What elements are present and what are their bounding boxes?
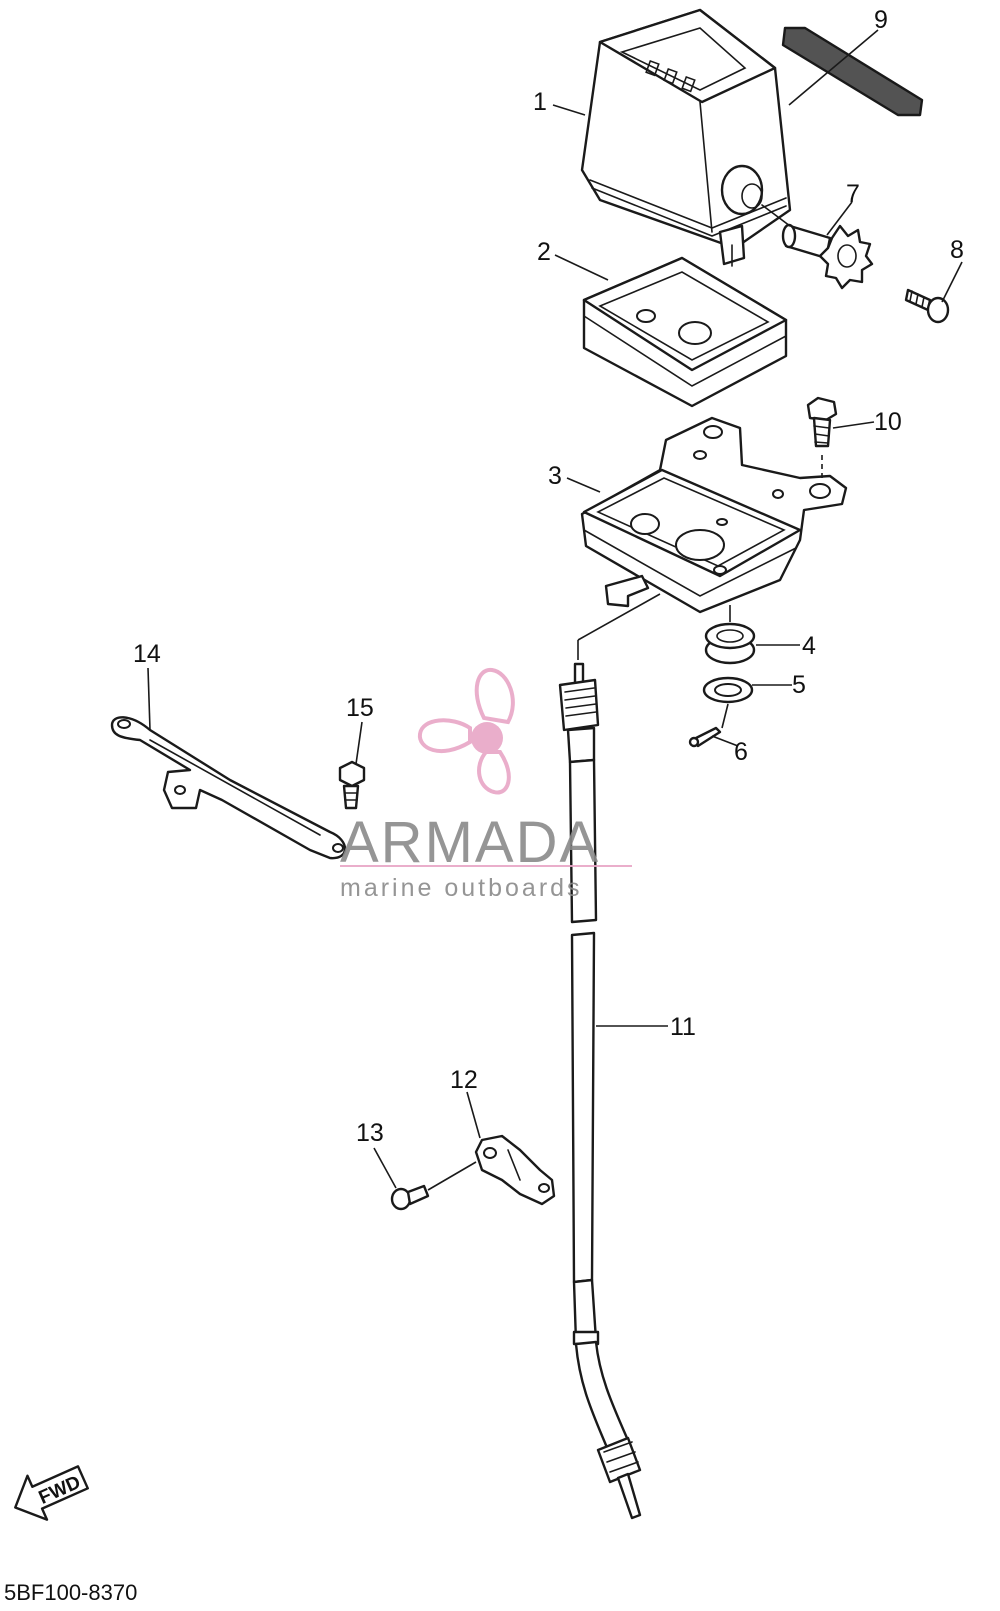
leader-lines xyxy=(147,29,963,1189)
part-15-bolt xyxy=(338,760,366,810)
part-10-bolt xyxy=(806,396,838,478)
callout-7: 7 xyxy=(846,180,860,208)
callout-10: 10 xyxy=(874,408,902,436)
diagram-code: 5BF100-8370 xyxy=(4,1580,137,1605)
callout-6: 6 xyxy=(734,738,748,766)
part-5-washer xyxy=(702,676,754,704)
callout-12: 12 xyxy=(450,1066,478,1094)
callout-4: 4 xyxy=(802,632,816,660)
callout-labels: 1 2 3 4 5 6 7 8 9 10 11 12 13 14 15 xyxy=(133,6,964,1147)
part-12-clamp xyxy=(474,1134,556,1206)
watermark-tagline: marine outboards xyxy=(340,874,583,902)
callout-14: 14 xyxy=(133,640,161,668)
part-3-bracket xyxy=(580,416,848,614)
part-11-cable xyxy=(558,593,661,1520)
meter-display-digits xyxy=(645,59,696,93)
part-2-cushion xyxy=(582,256,788,408)
part-4-grommet xyxy=(704,605,756,665)
callout-2: 2 xyxy=(537,238,551,266)
callout-8: 8 xyxy=(950,236,964,264)
propeller-logo-icon xyxy=(417,667,515,795)
callout-3: 3 xyxy=(548,462,562,490)
part-14-stay xyxy=(110,716,347,860)
part-8-screw xyxy=(904,288,950,324)
callout-9: 9 xyxy=(874,6,888,34)
callout-13: 13 xyxy=(356,1119,384,1147)
callout-11: 11 xyxy=(670,1013,696,1041)
part-1-meter-housing xyxy=(580,8,792,267)
fwd-direction-arrow: FWD xyxy=(14,1465,89,1521)
part-9-tape-strip xyxy=(781,26,924,117)
callout-5: 5 xyxy=(792,671,806,699)
callout-1: 1 xyxy=(533,88,547,116)
part-13-screw xyxy=(390,1161,477,1211)
part-7-drive-gear xyxy=(761,204,874,290)
callout-15: 15 xyxy=(346,694,374,722)
watermark: ARMADA marine outboards xyxy=(340,667,632,902)
watermark-brand: ARMADA xyxy=(340,810,600,875)
part-6-clip xyxy=(688,703,729,748)
fwd-arrow-icon xyxy=(14,1465,89,1521)
